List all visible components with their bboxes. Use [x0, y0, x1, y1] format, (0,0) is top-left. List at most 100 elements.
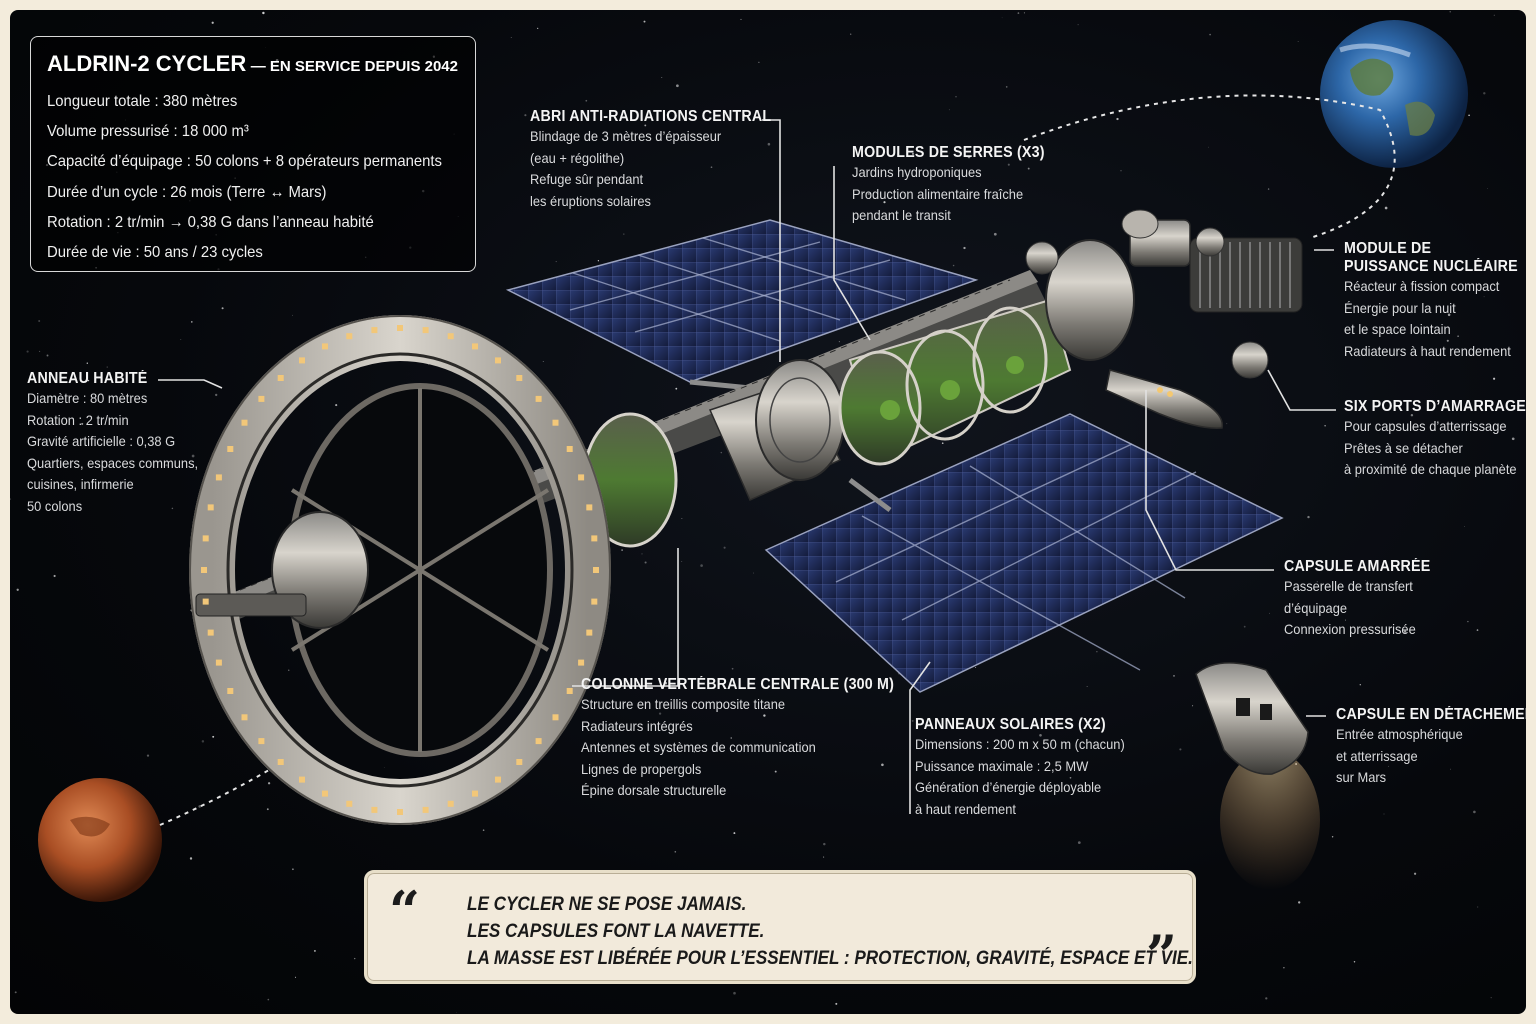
ring-window: [535, 738, 542, 745]
star: [165, 464, 168, 467]
label-title: PANNEAUX SOLAIRES (x2): [915, 716, 1106, 733]
star: [1483, 92, 1486, 95]
star: [1324, 425, 1326, 427]
star: [681, 518, 683, 519]
star: [1096, 651, 1098, 653]
ring-window: [397, 325, 403, 331]
star: [763, 714, 766, 717]
star: [1243, 625, 1246, 628]
star: [1359, 684, 1361, 686]
star: [1353, 961, 1356, 963]
star: [823, 856, 825, 858]
star: [1468, 114, 1470, 117]
label-title: CAPSULE EN DÉTACHEMENT: [1336, 706, 1526, 723]
label-line: pendant le transit: [852, 207, 951, 223]
star: [1005, 86, 1008, 88]
star: [221, 307, 224, 310]
star: [1077, 841, 1081, 844]
star: [106, 366, 108, 368]
ring-window: [591, 598, 598, 605]
ring-window: [586, 504, 593, 511]
ring-window: [201, 567, 207, 573]
ring-window: [277, 375, 284, 381]
star: [993, 232, 997, 236]
star: [1464, 526, 1465, 527]
label-title: SIX PORTS D’AMARRAGE: [1344, 398, 1526, 415]
ring-window: [516, 759, 523, 765]
ring-window: [207, 504, 214, 511]
upper-solar-panel: [505, 219, 979, 383]
label-line: Pour capsules d’atterrissage: [1344, 418, 1507, 434]
quote-line: LES CAPSULES FONT LA NAVETTE.: [467, 921, 765, 942]
star: [823, 842, 826, 846]
label-line: Gravité artificielle : 0,38 G: [27, 433, 176, 449]
ring-window: [371, 806, 378, 813]
star: [1473, 810, 1476, 814]
star: [743, 113, 746, 116]
ring-window: [299, 357, 305, 364]
star: [1298, 901, 1301, 904]
ring-window: [215, 659, 222, 666]
label-line: Lignes de propergols: [581, 760, 702, 777]
label-line: Énergie pour la nuit: [1344, 299, 1456, 316]
star: [767, 142, 771, 146]
star: [542, 361, 544, 362]
star: [191, 321, 193, 323]
label-line: Rotation : 2 tr/min: [27, 411, 129, 428]
earth-trajectory-line: [1023, 94, 1396, 239]
star: [733, 832, 736, 835]
mars-trajectory-line: [159, 744, 311, 826]
star: [191, 454, 195, 458]
label-title: MODULES DE SERRES (x3): [852, 144, 1045, 161]
star: [171, 507, 174, 510]
ring-window: [322, 790, 328, 797]
label-line: Épine dorsale structurelle: [581, 782, 727, 798]
quote-line: LA MASSE EST LIBÉRÉE POUR L’ESSENTIEL : …: [467, 948, 1193, 969]
ring-window: [447, 800, 454, 807]
star: [658, 712, 662, 715]
ring-window: [552, 714, 559, 721]
star: [146, 754, 150, 757]
label-line: Diamètre : 80 mètres: [27, 390, 148, 406]
star: [835, 1002, 838, 1005]
star: [87, 379, 90, 382]
label-line: et le space lointain: [1344, 321, 1451, 337]
label-greenhouses: MODULES DE SERRES (x3) Jardins hydroponi…: [852, 144, 1061, 227]
star: [1467, 620, 1469, 623]
ring-window: [241, 714, 248, 721]
star: [456, 1012, 457, 1013]
star: [881, 763, 884, 767]
star: [10, 498, 11, 500]
label-line: (eau + régolithe): [530, 149, 625, 166]
ring-window: [566, 446, 573, 452]
star: [664, 681, 667, 685]
ring-window: [495, 776, 501, 783]
star: [201, 740, 205, 743]
quote-lines: LE CYCLER NE SE POSE JAMAIS.LES CAPSULES…: [467, 891, 1274, 972]
earth-planet: [1320, 20, 1468, 168]
star: [46, 354, 49, 357]
star: [643, 20, 646, 23]
ring-window: [371, 327, 378, 334]
star: [1410, 413, 1414, 417]
service-since: — EN SERVICE DEPUIS 2042: [250, 58, 458, 75]
ring-window: [472, 790, 478, 797]
star: [1413, 872, 1417, 875]
ring-window: [447, 333, 454, 340]
star: [1027, 167, 1030, 170]
habitat-ring: [189, 315, 611, 825]
label-title: PUISSANCE NUCLÉAIRE: [1344, 258, 1518, 275]
star: [1267, 188, 1270, 190]
star: [641, 553, 643, 555]
star: [1493, 377, 1496, 380]
star: [26, 350, 29, 353]
star: [740, 18, 742, 20]
label-line: les éruptions solaires: [530, 192, 651, 209]
label-title: CAPSULE AMARRÉE: [1284, 558, 1431, 575]
star: [14, 991, 17, 994]
star: [524, 114, 527, 117]
star: [215, 393, 218, 397]
cycler-illustration: [10, 11, 1515, 1013]
label-line: et atterrissage: [1336, 747, 1418, 764]
